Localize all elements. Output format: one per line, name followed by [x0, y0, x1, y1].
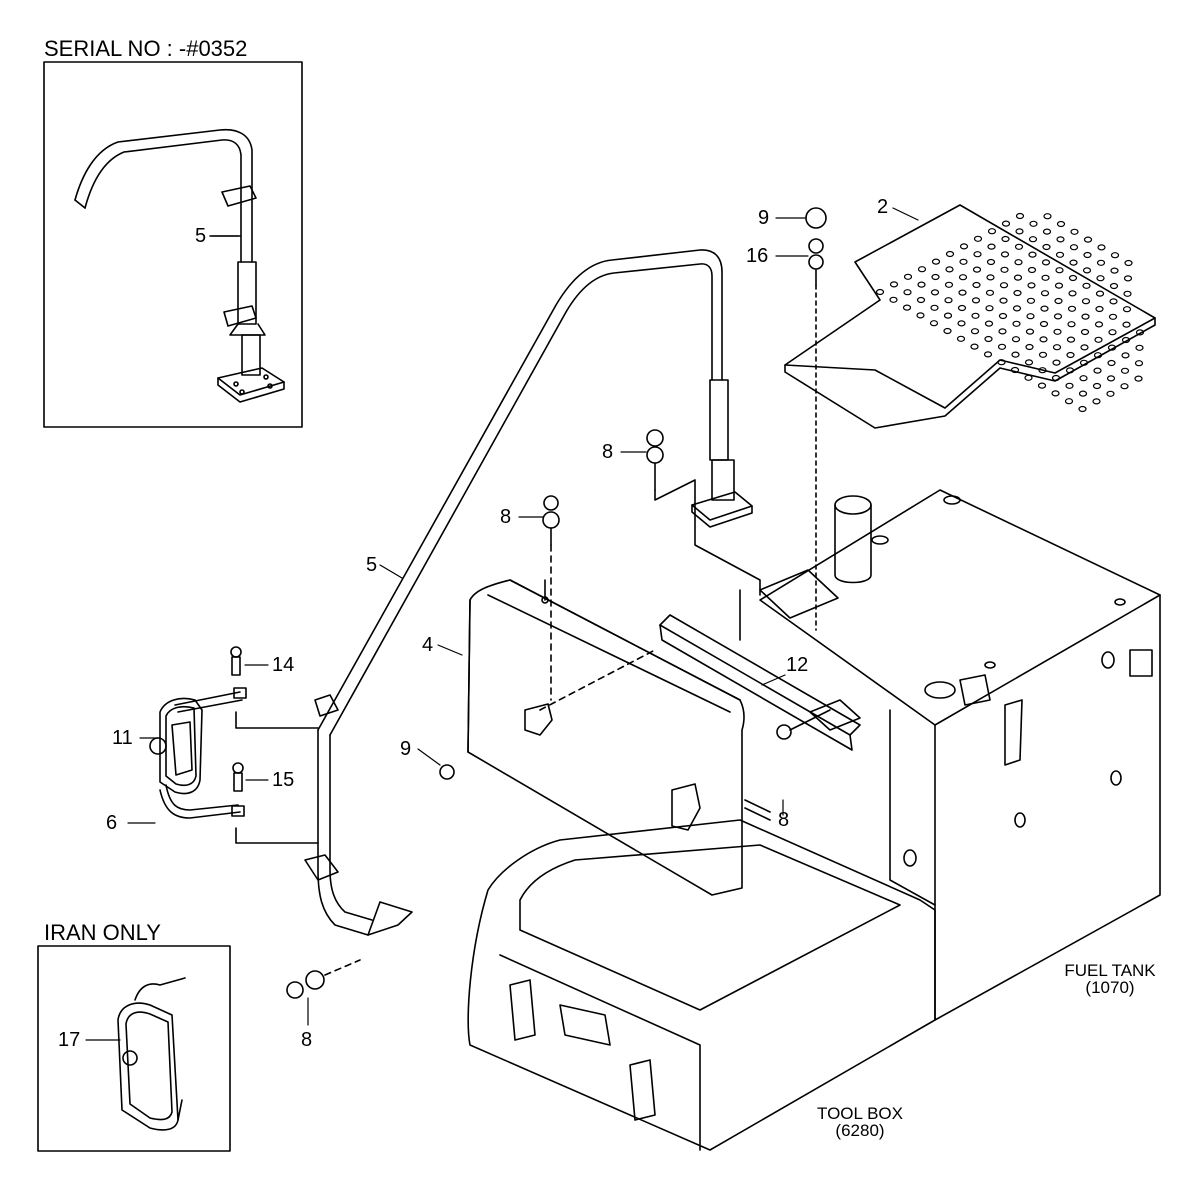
bracket-drawing: [659, 589, 861, 751]
callout-15: 15: [272, 769, 295, 791]
callout-14: 14: [272, 654, 295, 676]
fuel-tank-label: FUEL TANK (1070): [1050, 962, 1170, 996]
callout-11: 11: [112, 727, 133, 749]
fasteners-drawing: [286, 207, 831, 999]
fuel-tank-drawing: [759, 489, 1161, 1021]
fuel-tank-code: (1070): [1085, 978, 1135, 997]
tool-box-code: (6280): [835, 1121, 885, 1140]
iran-mirror-drawing: [117, 977, 186, 1131]
mirror-drawing: [149, 646, 319, 844]
inset-handrail-drawing: [74, 128, 285, 403]
callout-8-bottom: 8: [301, 1029, 313, 1051]
fuel-tank-name: FUEL TANK: [1064, 961, 1156, 980]
callout-4: 4: [422, 634, 434, 656]
callout-9-left: 9: [400, 738, 412, 760]
toolbox-cover-drawing: [467, 579, 745, 896]
callout-8-mid: 8: [500, 506, 512, 528]
callout-6: 6: [106, 812, 118, 834]
callout-serial-5: 5: [195, 225, 207, 247]
callout-8-upper: 8: [602, 441, 614, 463]
callout-5: 5: [366, 554, 378, 576]
callout-2: 2: [877, 196, 889, 218]
toolbox-housing-drawing: [467, 819, 936, 1151]
callout-iran-17: 17: [58, 1029, 81, 1051]
handrail-drawing: [304, 249, 753, 936]
serial-inset-title: SERIAL NO : -#0352: [44, 36, 248, 61]
callout-9-top: 9: [758, 207, 770, 229]
tool-box-name: TOOL BOX: [817, 1104, 903, 1123]
iran-inset-frame: [37, 945, 231, 1152]
callout-12: 12: [786, 654, 809, 676]
tool-box-label: TOOL BOX (6280): [800, 1105, 920, 1139]
callout-8-right: 8: [778, 809, 790, 831]
iran-inset-title: IRAN ONLY: [44, 920, 161, 945]
leader-lines: [85, 207, 919, 1041]
serial-inset-frame: [43, 61, 303, 428]
callout-16: 16: [746, 245, 769, 267]
step-plate-drawing: [784, 204, 1156, 429]
